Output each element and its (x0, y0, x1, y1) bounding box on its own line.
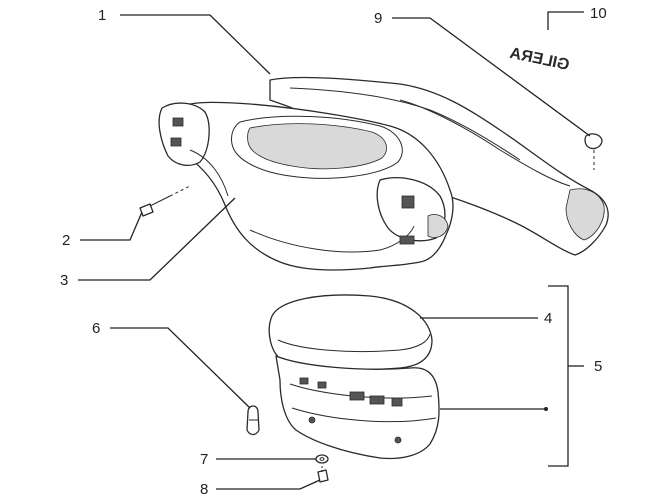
left-pod-slot-upper (172, 117, 184, 127)
leader-5-end-dot (544, 407, 548, 411)
cluster-housing (275, 355, 440, 460)
callout-7: 7 (200, 451, 208, 468)
leader-8 (216, 479, 321, 490)
callout-6: 6 (92, 320, 100, 337)
screw-part-8 (317, 466, 329, 483)
indicator-window (349, 391, 365, 401)
indicator-window (391, 397, 403, 407)
rear-cover-end-cap (565, 188, 605, 241)
callout-3: 3 (60, 272, 68, 289)
bulb-part-6 (246, 405, 260, 436)
badge-lettering: GILERA (508, 45, 571, 74)
left-switch-pod (158, 102, 210, 167)
cluster-lens-part-4 (268, 294, 433, 371)
mount-hole (308, 416, 316, 424)
clip-part-9 (584, 133, 603, 170)
instrument-cluster-part-5 (268, 294, 440, 460)
front-cover-lower-slot (399, 235, 415, 245)
indicator-window (317, 381, 327, 389)
callout-1: 1 (98, 7, 106, 24)
callout-10: 10 (590, 5, 607, 22)
left-pod-slot-lower (170, 137, 182, 147)
callout-8: 8 (200, 481, 208, 498)
leader-3 (78, 197, 236, 281)
leader-1 (120, 14, 271, 75)
washer-part-7 (315, 454, 329, 464)
indicator-window (299, 377, 309, 385)
screw-part-2 (139, 185, 191, 217)
handlebar-cover-assembly (158, 76, 609, 271)
callout-2: 2 (62, 232, 70, 249)
leader-9 (392, 17, 591, 137)
indicator-window (369, 395, 385, 405)
bracket-5 (548, 285, 569, 467)
instrument-opening-inner (247, 123, 387, 170)
right-pod-recess (427, 214, 449, 238)
leader-lines (78, 11, 591, 490)
callout-labels: 1 2 3 4 5 6 7 8 9 10 (60, 5, 607, 498)
instrument-opening-rim (231, 115, 403, 179)
callout-5: 5 (594, 358, 602, 375)
leader-2 (80, 211, 143, 241)
leader-6 (110, 327, 251, 409)
callout-9: 9 (374, 10, 382, 27)
callout-4: 4 (544, 310, 552, 327)
mount-hole (394, 436, 402, 444)
right-pod-switch-hole (401, 195, 415, 209)
leader-10 (547, 11, 584, 30)
badge-part-10: GILERA (508, 45, 571, 74)
